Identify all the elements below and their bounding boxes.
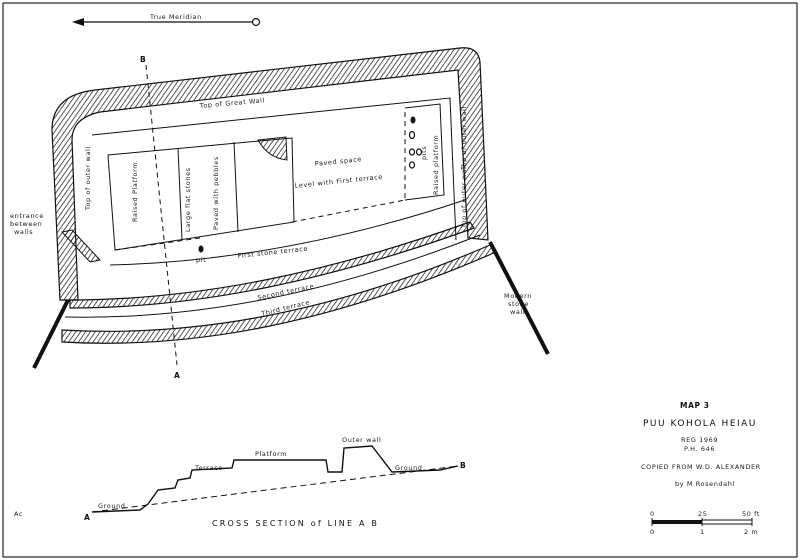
label-top-outer-wall-left: Top of outer wall [84, 146, 92, 211]
stone-pile [257, 136, 288, 161]
right-platform-outline [404, 103, 445, 201]
pits-icon [198, 116, 423, 253]
second-terrace-line [64, 234, 481, 318]
label-pits: pits [420, 146, 428, 160]
label-modern-wall-1: Modern [504, 292, 532, 300]
label-pit: pit [196, 256, 206, 264]
scale-bot-0: 0 [650, 528, 655, 536]
label-raised-platform-right: Raised platform [432, 135, 440, 195]
cross-section-profile [91, 445, 459, 513]
paved-space-edge [291, 108, 406, 223]
section-label-ground-left: Ground [98, 502, 126, 510]
terrace-band-mid [69, 221, 475, 309]
scale-bot-2: 2 m [744, 528, 758, 536]
modern-wall-left [32, 299, 70, 369]
label-modern-wall-3: wall [510, 308, 525, 316]
title-reg: REG 1969 [681, 436, 718, 444]
section-caption: CROSS SECTION of LINE A B [212, 519, 379, 528]
modern-wall-right [488, 241, 550, 355]
scale-top-25: 25 [698, 510, 707, 518]
label-top-outer-wall-right-upper: Top of outer wall [460, 106, 468, 171]
scale-bar [651, 518, 753, 526]
title-copied: COPIED FROM W.D. ALEXANDER [641, 463, 761, 471]
section-label-outer-wall: Outer wall [342, 436, 381, 444]
section-label-terrace: Terrace [194, 464, 223, 472]
dashed-line-1 [114, 237, 201, 251]
scale-top-50: 50 ft [742, 510, 760, 518]
title-map-number: MAP 3 [680, 401, 710, 410]
scale-top-0: 0 [650, 510, 655, 518]
label-first-stone-terrace: First stone terrace [237, 245, 308, 260]
label-entrance-2: between [10, 220, 42, 228]
section-label-ground-right: Ground [395, 464, 423, 472]
scale-bot-1: 1 [700, 528, 705, 536]
north-arrow-icon [72, 17, 261, 27]
label-paved-space: Paved space [314, 155, 362, 168]
label-top-outer-wall-right-lower: Top of outer wall [460, 164, 468, 229]
label-paved-with-pebbles: Paved with pebbles [212, 156, 220, 230]
inner-wall-line [91, 97, 457, 241]
label-level-with-first-terrace: Level with First terrace [294, 173, 383, 190]
section-letter-a: A [174, 371, 180, 380]
entrance-walls [61, 229, 101, 263]
label-entrance-1: entrance [10, 212, 44, 220]
north-arrow-label: True Meridian [149, 13, 202, 21]
label-modern-wall-2: stone [508, 300, 529, 308]
title-by: by M Rosendahl [675, 480, 735, 488]
divider-1 [177, 147, 183, 241]
section-end-b: B [460, 461, 466, 470]
label-entrance-3: walls [14, 228, 33, 236]
title-ph: P.H. 646 [684, 445, 715, 453]
title-name: PUU KOHOLA HEIAU [643, 419, 757, 429]
label-large-flat-stones: Large flat stones [184, 167, 192, 232]
section-letter-b: B [140, 55, 146, 64]
divider-2 [233, 141, 239, 233]
great-wall [51, 47, 489, 301]
margin-note: Ac [14, 510, 23, 518]
section-label-platform: Platform [255, 450, 287, 458]
first-terrace-edge [109, 199, 466, 266]
section-line-ab [145, 64, 178, 366]
label-raised-platform-left: Raised Platform [131, 162, 139, 222]
section-end-a: A [84, 513, 90, 522]
